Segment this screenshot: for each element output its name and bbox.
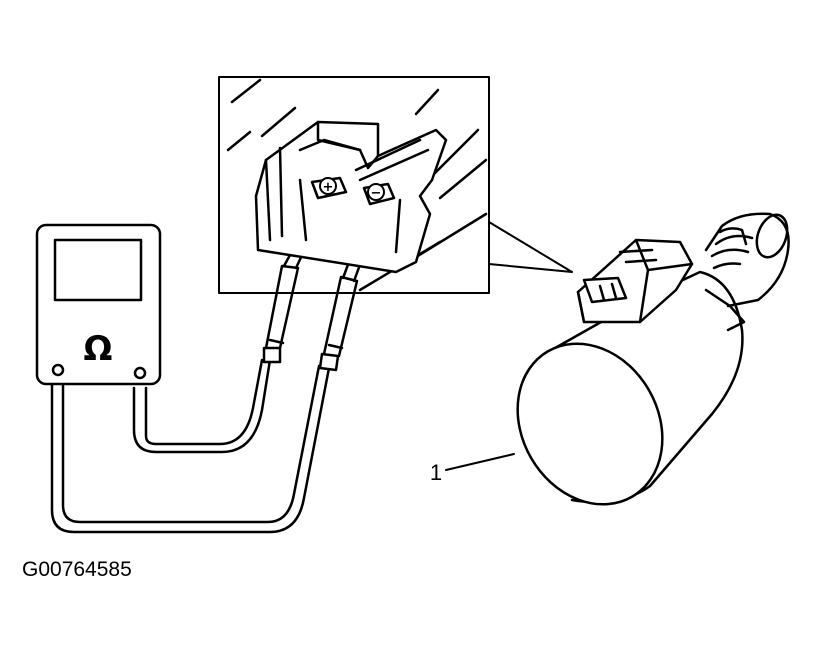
terminal-negative [367, 183, 385, 201]
ohmmeter-terminal-right [133, 366, 147, 380]
figure-id: G00764585 [22, 558, 132, 581]
ohmmeter-body [35, 223, 162, 386]
callout-leader [445, 453, 515, 471]
detail-inset [218, 76, 490, 294]
test-lead-negative [50, 364, 331, 534]
ohm-symbol: Ω [84, 329, 113, 369]
test-lead-positive [132, 358, 272, 454]
ohmmeter [35, 223, 162, 386]
component-1-open-end [516, 342, 664, 506]
callout-number: 1 [430, 460, 442, 485]
ohmmeter-display [53, 238, 143, 302]
terminal-positive [319, 177, 337, 195]
inset-leader [488, 221, 573, 273]
component-1 [516, 212, 790, 506]
ohmmeter-terminal-left [51, 363, 65, 377]
negative-terminal-sign: − [371, 186, 382, 201]
inset-frame [218, 76, 490, 294]
positive-terminal-sign: + [323, 180, 334, 195]
